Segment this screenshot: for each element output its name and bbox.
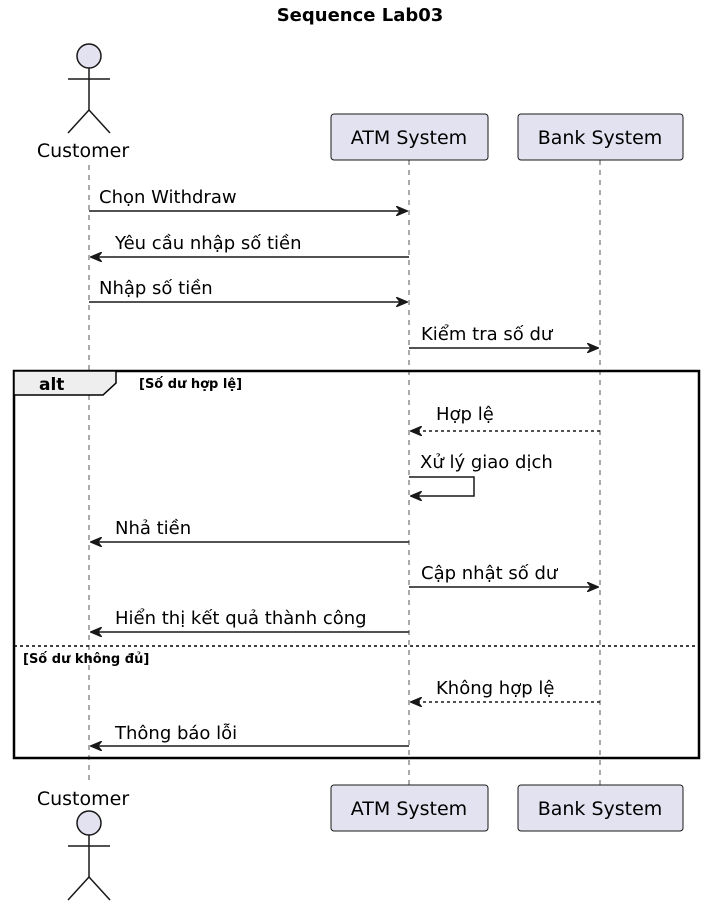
message-xu-ly-giao-dich: Xử lý giao dịch xyxy=(409,452,553,496)
message-label: Yêu cầu nhập số tiền xyxy=(114,233,302,254)
participant-label-bank-bottom: Bank System xyxy=(538,798,663,820)
message-label: Thông báo lỗi xyxy=(114,723,237,744)
fragment-guard-1: [Số dư hợp lệ] xyxy=(139,377,242,392)
participant-label-bank-top: Bank System xyxy=(538,127,663,149)
message-label: Hợp lệ xyxy=(436,404,494,425)
participant-bank-top: Bank System xyxy=(517,113,684,161)
stick-figure-icon xyxy=(67,810,111,901)
message-label: Hiển thị kết quả thành công xyxy=(115,608,367,629)
participant-label-atm-bottom: ATM System xyxy=(351,798,467,820)
participant-label-customer-bottom: Customer xyxy=(37,788,129,810)
message-label: Cập nhật số dư xyxy=(421,563,559,584)
message-label: Nhập số tiền xyxy=(99,278,213,299)
message-kiem-tra-so-du: Kiểm tra số dư xyxy=(409,324,598,348)
participant-atm-bottom: ATM System xyxy=(330,784,489,832)
message-cap-nhat-so-du: Cập nhật số dư xyxy=(409,563,598,587)
message-label: Xử lý giao dịch xyxy=(420,452,553,473)
participant-label-customer-top: Customer xyxy=(37,140,129,162)
diagram-title: Sequence Lab03 xyxy=(277,5,444,26)
message-label: Không hợp lệ xyxy=(436,678,554,699)
fragment-keyword: alt xyxy=(39,375,64,395)
participant-bank-bottom: Bank System xyxy=(517,784,684,832)
participant-label-atm-top: ATM System xyxy=(351,127,467,149)
message-label: Nhả tiền xyxy=(115,518,191,539)
fragment-tab xyxy=(13,370,117,396)
message-khong-hop-le: Không hợp lệ xyxy=(411,678,600,702)
message-label: Kiểm tra số dư xyxy=(421,324,554,345)
message-yeu-cau-nhap-so-tien: Yêu cầu nhập số tiền xyxy=(91,233,409,257)
stick-figure-icon xyxy=(67,43,111,134)
message-thong-bao-loi: Thông báo lỗi xyxy=(91,723,409,746)
message-nhap-so-tien: Nhập số tiền xyxy=(89,278,407,302)
message-nha-tien: Nhả tiền xyxy=(91,518,409,542)
fragment-guard-2: [Số dư không đủ] xyxy=(23,652,149,667)
message-chon-withdraw: Chọn Withdraw xyxy=(89,187,407,211)
message-hien-thi-ket-qua: Hiển thị kết quả thành công xyxy=(91,608,409,632)
message-label: Chọn Withdraw xyxy=(99,187,237,208)
participant-atm-top: ATM System xyxy=(330,113,489,161)
message-hop-le: Hợp lệ xyxy=(411,404,600,431)
alt-fragment: alt [Số dư hợp lệ] [Số dư không đủ] xyxy=(12,369,701,760)
